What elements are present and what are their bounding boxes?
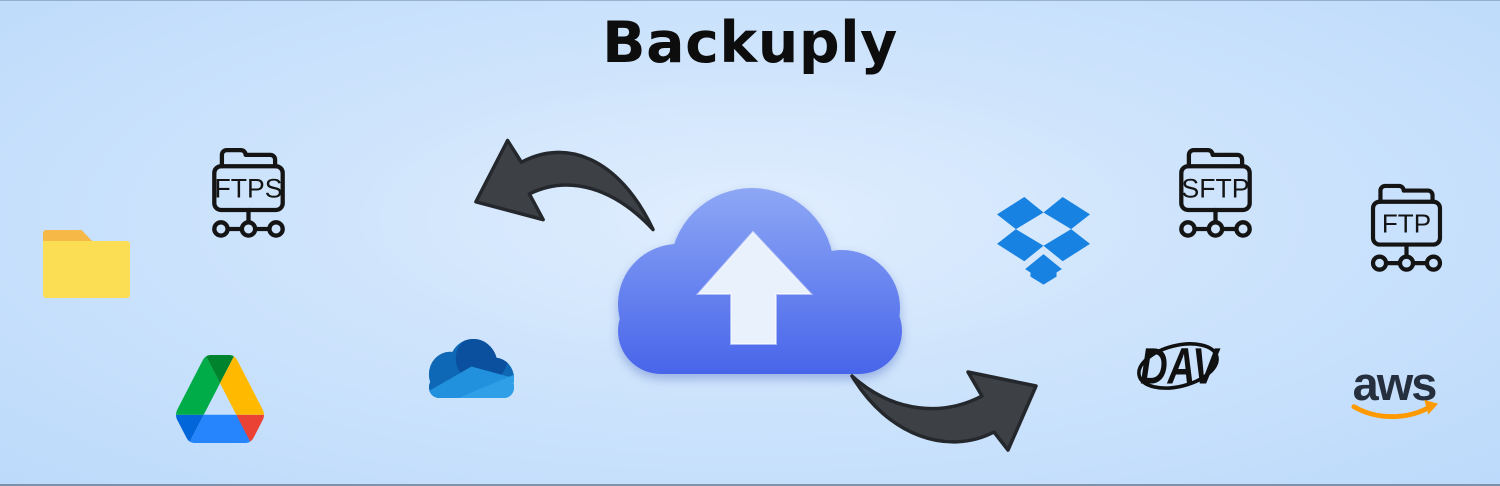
- ftp-network-folder-icon: FTP: [1370, 183, 1443, 272]
- sftp-label: SFTP: [1182, 174, 1250, 204]
- ftps-network-folder-icon: FTPS: [212, 147, 285, 238]
- google-drive-icon: [176, 355, 264, 443]
- upload-arrow: [695, 230, 814, 345]
- onedrive-cloud-icon: [428, 338, 515, 398]
- cloud-upload-icon: [618, 188, 902, 374]
- page-title: Backuply: [602, 10, 898, 76]
- yellow-folder-icon: [43, 230, 130, 298]
- ftps-label: FTPS: [215, 174, 283, 204]
- dropbox-icon: [997, 197, 1090, 285]
- sftp-network-folder-icon: SFTP: [1179, 147, 1252, 238]
- folder-tab: [43, 230, 95, 244]
- aws-smile-arrowhead: [1424, 399, 1439, 415]
- ftp-label: FTP: [1382, 208, 1431, 238]
- curved-arrow-left-icon: [474, 138, 655, 232]
- webdav-icon: DAV: [1137, 337, 1221, 394]
- webdav-label: DAV: [1140, 337, 1221, 394]
- folder-body: [43, 241, 130, 298]
- aws-smile: [1351, 404, 1433, 420]
- curved-arrow-right-icon: [850, 370, 1038, 452]
- aws-label: aws: [1353, 362, 1437, 410]
- webdav-orbit: [1137, 342, 1219, 390]
- folder-tab-outline: [219, 147, 278, 169]
- aws-icon: aws: [1351, 362, 1439, 420]
